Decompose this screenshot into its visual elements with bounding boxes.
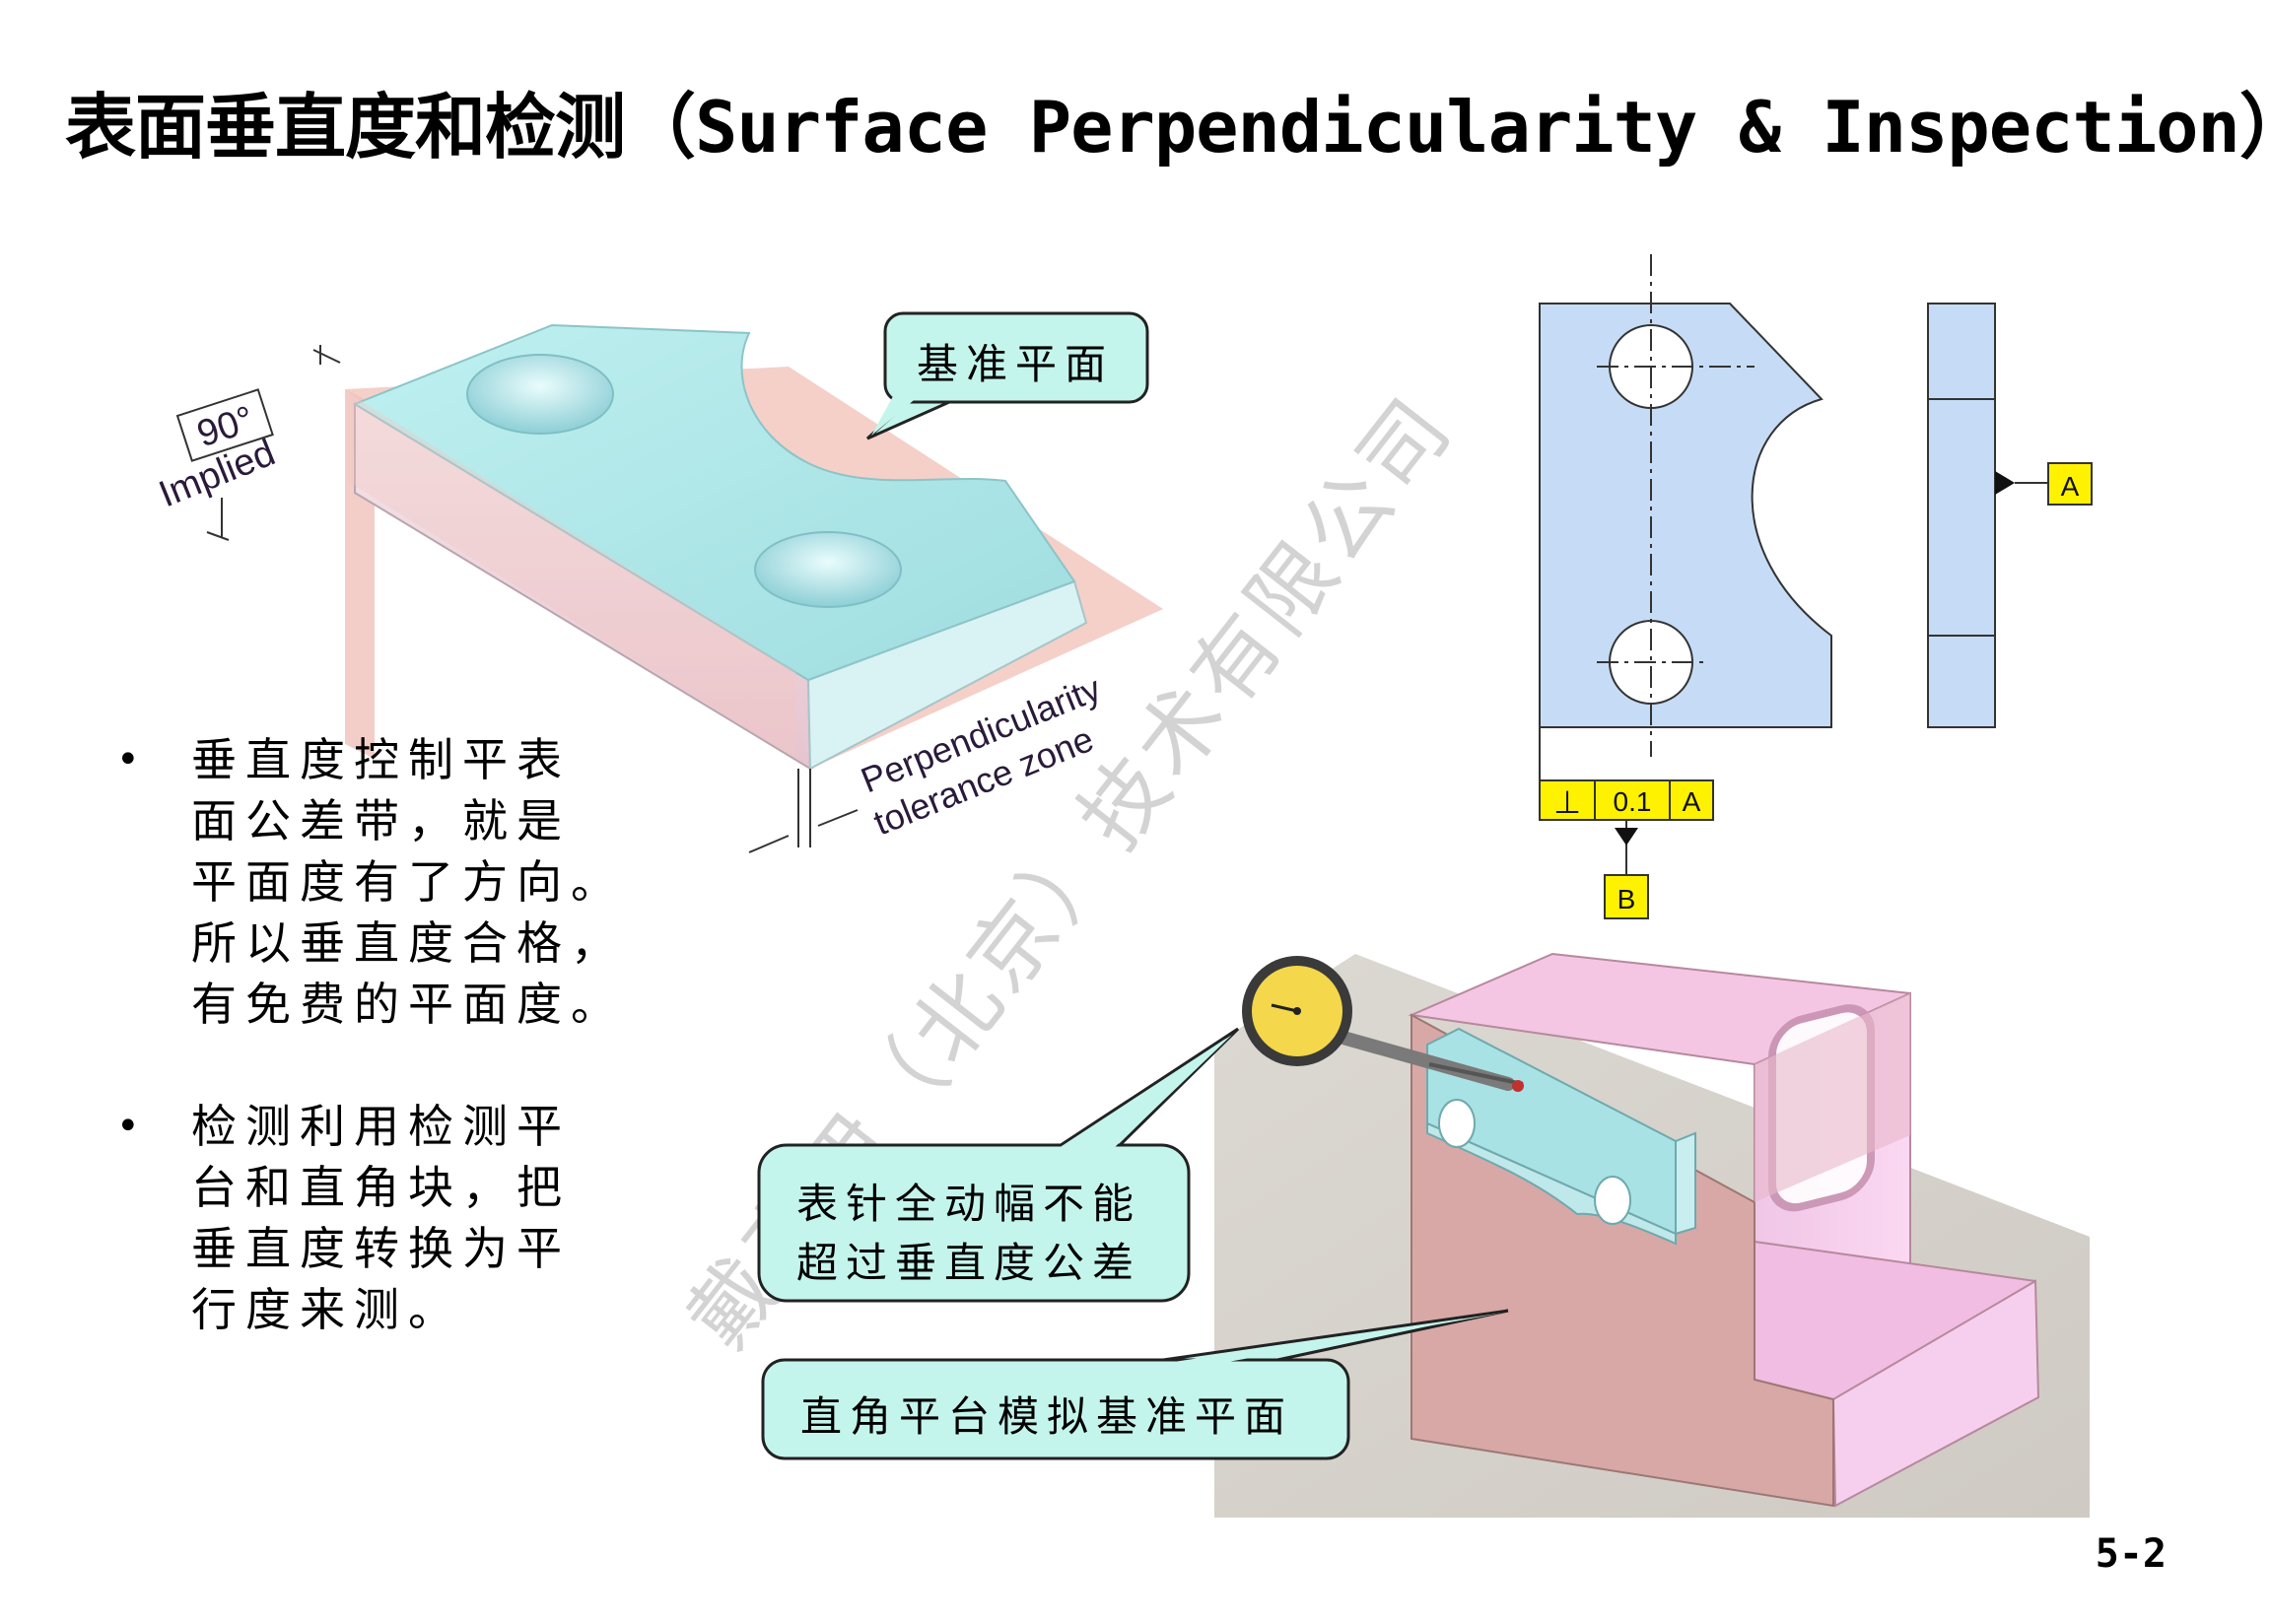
fcf-datum-ref: A [1683,786,1701,817]
bullet-line: 检测利用检测平 [191,1100,571,1153]
bullet-line: 平面度有了方向。 [191,855,625,909]
fcf-symbol: ⊥ [1553,784,1581,820]
datum-plane-label: 基准平面 [917,340,1115,388]
bullet-item: • 垂直度控制平表 面公差带，就是 平面度有了方向。 所以垂直度合格， 有免费的… [116,729,629,1035]
page-title: 表面垂直度和检测（Surface Perpendicularity & Insp… [65,86,2271,169]
indicator-label-line-1: 表针全动幅不能 [796,1180,1142,1228]
angle-label-box [175,388,274,462]
fcf-tolerance: 0.1 [1614,786,1652,817]
bullet-dot: • [116,737,140,782]
bullet-line: 有免费的平面度。 [191,978,625,1031]
bullet-line: 垂直度控制平表 [191,733,571,786]
bullet-line: 行度来测。 [191,1283,462,1336]
datum-plane-callout [865,311,1149,440]
datum-a-label: A [2061,471,2080,502]
bullet-line: 台和直角块，把 [191,1161,571,1214]
datum-b-box [1604,874,1649,919]
bullet-line: 垂直度转换为平 [191,1222,571,1275]
indicator-label-line-2: 超过垂直度公差 [796,1239,1142,1287]
fcf-datum-cell [1669,779,1714,821]
ortho-views: A ⊥ 0.1 A B [1539,254,2093,919]
inspection-setup [1214,952,2090,1518]
bullet-line: 面公差带，就是 [191,794,571,847]
side-view [1927,303,1996,728]
front-view [1539,303,1832,728]
hole-1 [466,354,614,435]
datum-a-box [2047,462,2093,506]
hole-2 [754,531,902,608]
indicator-callout [757,1027,1240,1303]
datum-b-label: B [1617,884,1636,914]
angle-plate-label: 直角平台模拟基准平面 [800,1392,1294,1441]
bullet-item: • 检测利用检测平 台和直角块，把 垂直度转换为平 行度来测。 [116,1096,629,1340]
angle-plate-callout [761,1309,1509,1460]
bullet-line: 所以垂直度合格， [191,916,625,970]
page-number: 5-2 [2095,1531,2167,1577]
bullet-dot: • [116,1104,140,1149]
bullet-list: • 垂直度控制平表 面公差带，就是 平面度有了方向。 所以垂直度合格， 有免费的… [116,729,629,1401]
